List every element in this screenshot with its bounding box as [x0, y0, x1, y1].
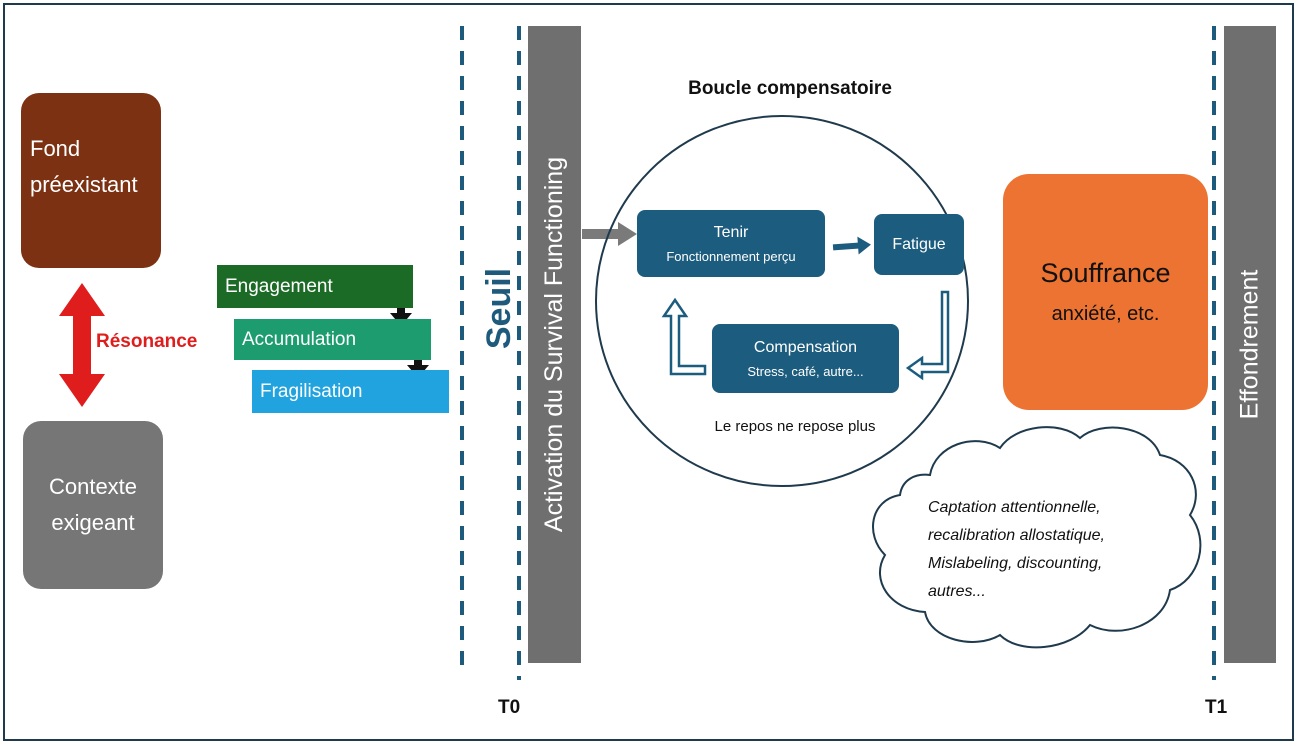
- step-arrow-1: [390, 296, 412, 326]
- fatigue-title: Fatigue: [892, 235, 946, 253]
- souffrance-title: Souffrance: [1040, 258, 1171, 288]
- contexte-exigeant-box: Contexte exigeant: [23, 421, 163, 589]
- cloud-line-4: autres...: [928, 583, 986, 600]
- stage-fragilisation-label: Fragilisation: [260, 380, 363, 402]
- contexte-label-line2: exigeant: [51, 510, 135, 535]
- loop-node-fatigue: Fatigue: [874, 214, 964, 275]
- effondrement-bar-label-container: Effondrement: [1224, 26, 1276, 663]
- effondrement-bar-label: Effondrement: [1235, 269, 1264, 420]
- seuil-label: Seuil: [480, 267, 519, 349]
- fond-preexistant-box: Fond préexistant: [21, 93, 161, 268]
- cloud-line-1: Captation attentionnelle,: [928, 499, 1101, 516]
- arrow-compensation-tenir: [661, 297, 707, 376]
- effondrement-bar: [1224, 26, 1276, 663]
- time-marker-t0: T0: [498, 697, 521, 718]
- arrow-tenir-fatigue: [832, 236, 871, 255]
- cloud-text: Captation attentionnelle, recalibration …: [928, 494, 1168, 606]
- resonance-double-arrow: [59, 283, 105, 407]
- compensation-subtitle: Stress, café, autre...: [747, 363, 864, 379]
- diagram-frame: [3, 3, 1294, 741]
- loop-caption: Le repos ne repose plus: [714, 418, 876, 435]
- contexte-label-line1: Contexte: [48, 474, 138, 499]
- fond-label-line1: Fond: [30, 136, 81, 161]
- loop-node-compensation: Compensation Stress, café, autre...: [712, 324, 899, 393]
- activation-bar-label: Activation du Survival Functioning: [540, 156, 569, 533]
- souffrance-box: Souffrance anxiété, etc.: [1003, 174, 1208, 410]
- stage-accumulation-label: Accumulation: [242, 328, 357, 350]
- loop-title: Boucle compensatoire: [688, 78, 892, 99]
- activation-bar: [528, 26, 581, 663]
- compensation-title: Compensation: [753, 338, 858, 356]
- stage-accumulation: Accumulation: [234, 319, 431, 360]
- tenir-subtitle: Fonctionnement perçu: [666, 248, 796, 264]
- tenir-title: Tenir: [713, 223, 749, 241]
- fond-label-line2: préexistant: [30, 172, 138, 197]
- seuil-label-container: Seuil: [470, 248, 530, 368]
- loop-circle: [595, 115, 969, 487]
- activation-bar-label-container: Activation du Survival Functioning: [528, 26, 581, 663]
- stage-fragilisation: Fragilisation: [252, 370, 449, 413]
- time-marker-t1: T1: [1205, 697, 1228, 718]
- loop-node-tenir: Tenir Fonctionnement perçu: [637, 210, 825, 277]
- cloud-line-3: Mislabeling, discounting,: [928, 555, 1103, 572]
- stage-engagement: Engagement: [217, 265, 413, 308]
- resonance-label: Résonance: [96, 331, 198, 352]
- thought-cloud: [872, 426, 1202, 649]
- cloud-line-2: recalibration allostatique,: [928, 527, 1105, 544]
- arrow-fatigue-compensation: [905, 290, 950, 381]
- stage-engagement-label: Engagement: [225, 275, 333, 297]
- souffrance-subtitle: anxiété, etc.: [1051, 303, 1160, 325]
